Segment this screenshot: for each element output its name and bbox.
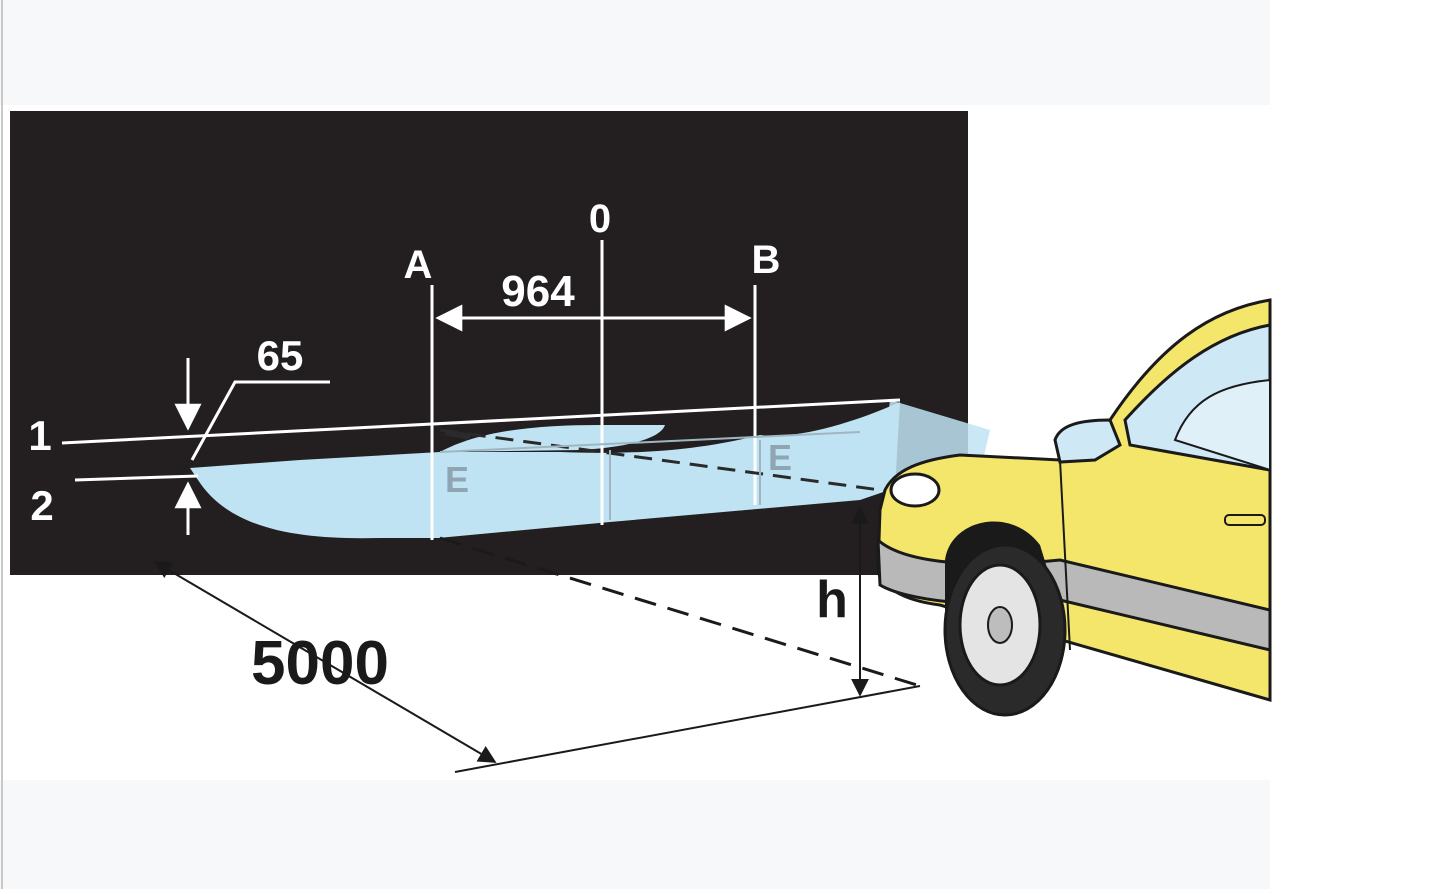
side-mirror	[1053, 418, 1122, 464]
label-spot-left: E	[445, 459, 469, 500]
aim-line-screen	[439, 428, 881, 492]
offset-leader	[190, 380, 330, 461]
label-65: 65	[257, 332, 304, 379]
wheel-hub	[987, 606, 1013, 644]
side-window	[1173, 378, 1271, 472]
line-one	[61, 398, 901, 445]
beam-grid-line	[439, 431, 861, 453]
ground-baseline	[454, 685, 921, 773]
ground-aim-line	[439, 536, 921, 688]
headlight	[889, 472, 941, 508]
car	[876, 298, 1272, 717]
light-spot	[190, 402, 900, 539]
bottom-backdrop	[0, 780, 1270, 889]
label-zero: 0	[589, 197, 611, 241]
aim-point	[444, 429, 471, 440]
top-backdrop	[0, 0, 1270, 105]
label-line-two: 2	[30, 482, 53, 529]
label-964: 964	[501, 267, 575, 316]
label-height: h	[816, 571, 848, 629]
line-two	[74, 474, 199, 482]
label-b: B	[752, 238, 781, 282]
light-spot-cutoff	[440, 425, 665, 452]
distance-5000-arrow	[153, 561, 497, 763]
label-a: A	[404, 243, 433, 287]
label-5000: 5000	[251, 629, 389, 698]
door-handle	[1224, 514, 1266, 526]
door-seam	[1059, 459, 1071, 651]
label-line-one: 1	[28, 412, 51, 459]
label-spot-right: E	[768, 437, 792, 478]
